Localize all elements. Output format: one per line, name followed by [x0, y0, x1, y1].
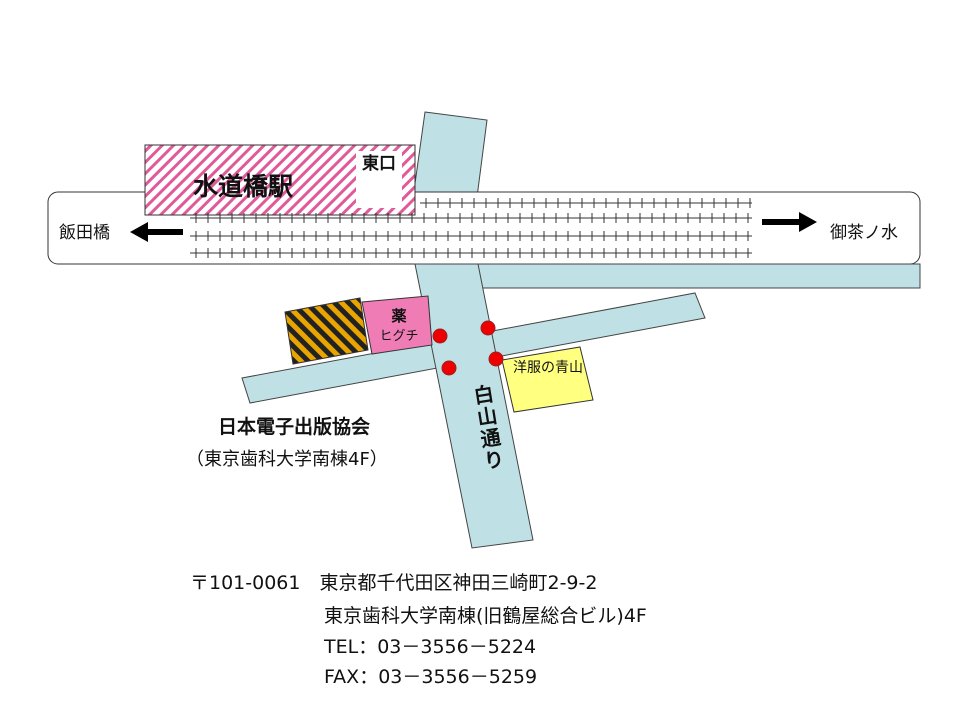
pharmacy-higuchi: [361, 295, 433, 355]
station-name: 水道橋駅: [193, 172, 294, 201]
clothing-store-aoyama: [501, 346, 594, 413]
address-line1: 〒101-0061 東京都千代田区神田三崎町2-9-2: [190, 572, 598, 594]
landmark-dot: [488, 351, 504, 367]
pharmacy-label-line2: ヒグチ: [379, 329, 419, 344]
road-east: [477, 263, 921, 289]
address-fax: FAX：03－3556－5259: [324, 666, 538, 688]
landmark-dot: [480, 320, 496, 336]
destination-name: 日本電子出版協会: [218, 416, 371, 438]
hakusan-dori-north: [411, 111, 488, 206]
clothing-store-label: 洋服の青山: [513, 360, 583, 376]
station-exit-box: [356, 151, 402, 208]
direction-west-label: 飯田橋: [59, 223, 110, 243]
landmark-dots: [432, 320, 504, 376]
building-hatched: [284, 297, 369, 365]
address-line2: 東京歯科大学南棟(旧鶴屋総合ビル)4F: [324, 605, 647, 627]
arrow-east-icon: [762, 212, 817, 232]
landmark-dot: [441, 360, 457, 376]
station-exit-label: 東口: [362, 154, 396, 174]
destination-building: （東京歯科大学南棟4F）: [186, 449, 388, 470]
landmark-dot: [432, 328, 448, 344]
railway-ties: [195, 198, 751, 258]
railway-tracks: [190, 202, 752, 254]
address-tel: TEL：03－3556－5224: [324, 636, 537, 658]
pharmacy-label-line1: 薬: [391, 307, 407, 325]
direction-east-label: 御茶ノ水: [830, 223, 898, 243]
arrow-west-icon: [130, 222, 183, 242]
